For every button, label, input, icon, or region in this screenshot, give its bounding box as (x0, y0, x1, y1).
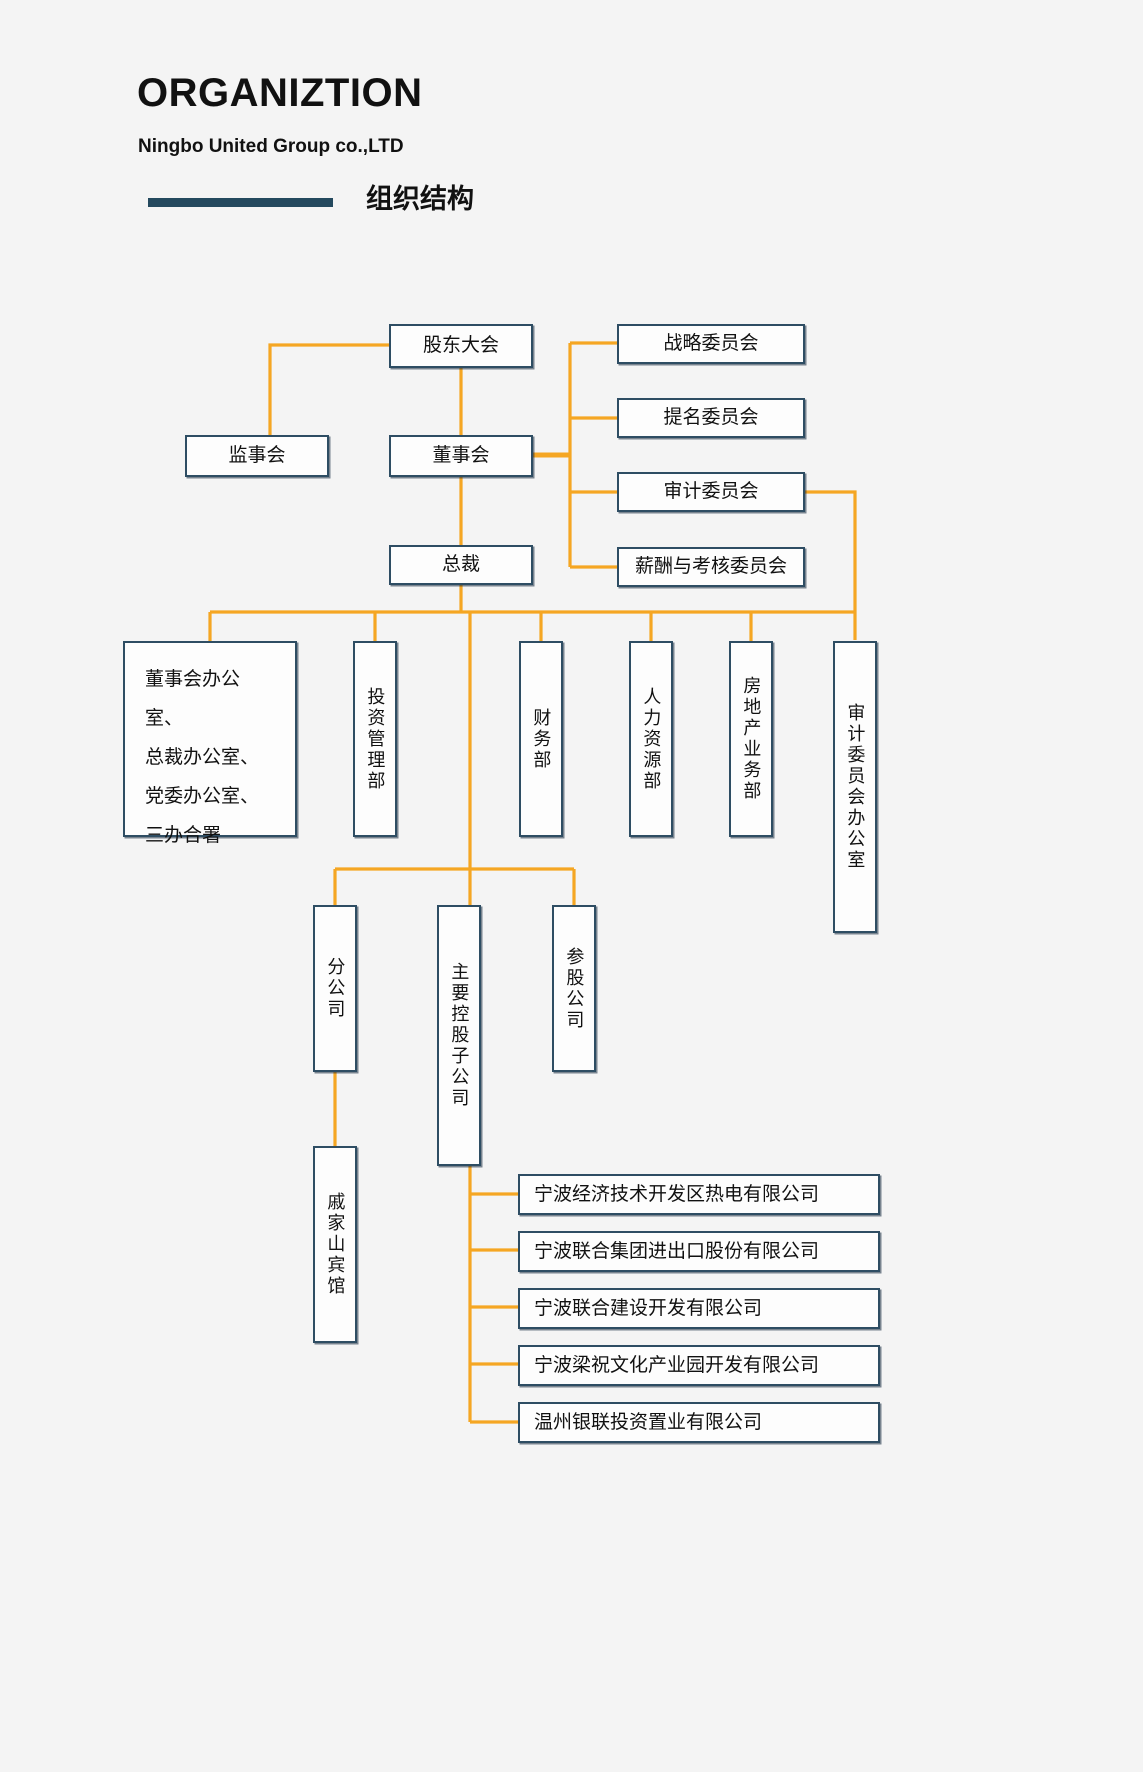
title-accent-bar (148, 198, 333, 207)
node-audit-committee-office[interactable]: 审计委员会办公室 (833, 641, 877, 933)
node-compensation-committee[interactable]: 薪酬与考核委员会 (617, 547, 805, 587)
node-board-of-directors[interactable]: 董事会 (389, 435, 533, 477)
page-subtitle: Ningbo United Group co.,LTD (138, 136, 404, 157)
node-finance-dept[interactable]: 财务部 (519, 641, 563, 837)
node-human-resources-dept[interactable]: 人力资源部 (629, 641, 673, 837)
node-main-holding-subsidiary[interactable]: 主要控股子公司 (437, 905, 481, 1166)
page-title: ORGANIZTION (137, 71, 423, 115)
node-supervisory-board[interactable]: 监事会 (185, 435, 329, 477)
node-real-estate-business-dept[interactable]: 房地产业务部 (729, 641, 773, 837)
node-audit-committee[interactable]: 审计委员会 (617, 472, 805, 512)
office-line-3: 党委办公室、 (145, 785, 260, 807)
node-subsidiary-1[interactable]: 宁波经济技术开发区热电有限公司 (518, 1174, 880, 1215)
node-shareholders-meeting[interactable]: 股东大会 (389, 324, 533, 368)
node-subsidiary-3[interactable]: 宁波联合建设开发有限公司 (518, 1288, 880, 1329)
chart-header: ORGANIZTION Ningbo United Group co.,LTD … (0, 0, 1143, 240)
office-line-4: 三办合署 (145, 824, 222, 846)
node-subsidiary-2[interactable]: 宁波联合集团进出口股份有限公司 (518, 1231, 880, 1272)
node-branch-company[interactable]: 分公司 (313, 905, 357, 1072)
node-nomination-committee[interactable]: 提名委员会 (617, 398, 805, 438)
node-investment-management-dept[interactable]: 投资管理部 (353, 641, 397, 837)
node-qijiashan-hotel[interactable]: 戚家山宾馆 (313, 1146, 357, 1343)
node-subsidiary-5[interactable]: 温州银联投资置业有限公司 (518, 1402, 880, 1443)
node-board-president-party-offices[interactable]: 董事会办公室、 总裁办公室、 党委办公室、 三办合署 (123, 641, 297, 846)
node-equity-participation-company[interactable]: 参股公司 (552, 905, 596, 1072)
node-president[interactable]: 总裁 (389, 545, 533, 585)
node-strategy-committee[interactable]: 战略委员会 (617, 324, 805, 364)
page-title-chinese: 组织结构 (366, 184, 474, 214)
node-subsidiary-4[interactable]: 宁波梁祝文化产业园开发有限公司 (518, 1345, 880, 1386)
office-line-2: 总裁办公室、 (145, 746, 260, 768)
office-line-1: 董事会办公室、 (145, 669, 241, 729)
